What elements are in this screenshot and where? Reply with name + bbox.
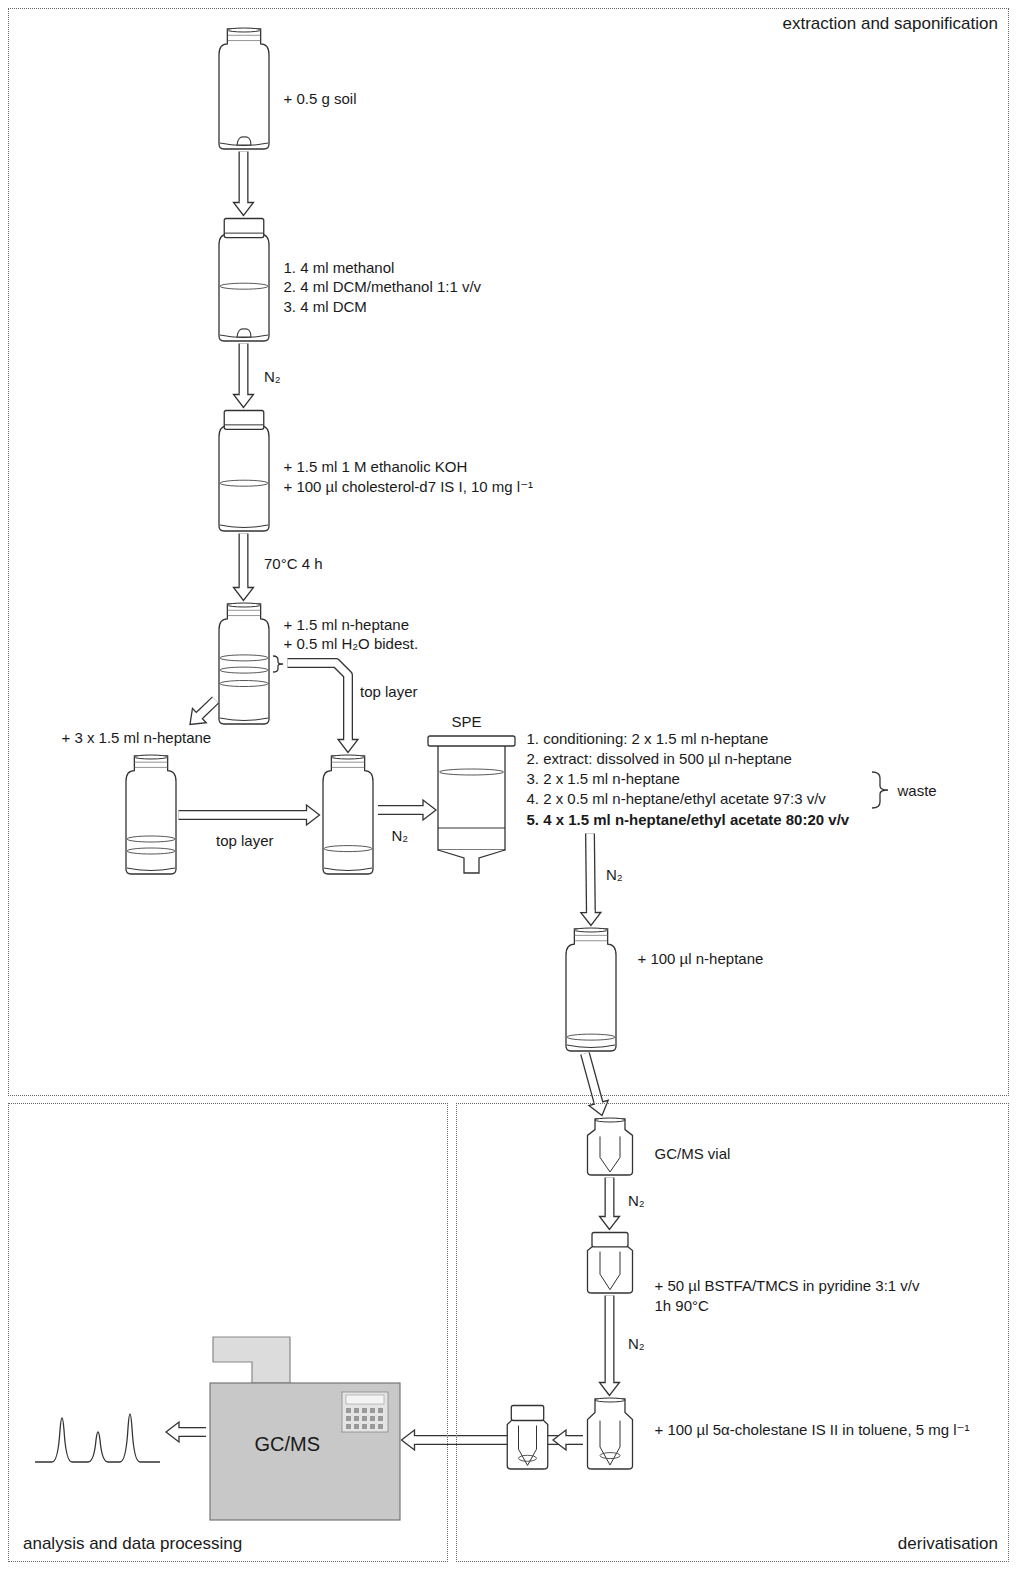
step-text: GC/MS: [255, 1435, 321, 1454]
step-text: 5. 4 x 1.5 ml n-heptane/ethyl acetate 80…: [527, 810, 850, 829]
flow-arrow: [402, 1430, 583, 1450]
spe-cartridge: [428, 736, 515, 873]
step-text: 1. conditioning: 2 x 1.5 ml n-heptane: [527, 729, 769, 748]
step-text: 2. 4 ml DCM/methanol 1:1 v/v: [284, 277, 482, 296]
edge-label: N₂: [626, 1335, 647, 1353]
sample-vial: [507, 1406, 548, 1470]
vial: N₂SPE1. conditioning: 2 x 1.5 ml n-hepta…: [322, 755, 374, 875]
step-text: 3. 4 ml DCM: [284, 297, 367, 316]
step-text: waste: [898, 781, 937, 800]
flow-arrow: [234, 344, 254, 408]
instrument-box: GC/MS: [210, 1383, 400, 1520]
step-text: + 50 µl BSTFA/TMCS in pyridine 3:1 v/v: [655, 1276, 920, 1295]
step-text: + 1.5 ml 1 M ethanolic KOH: [284, 457, 468, 476]
panel: derivatisation GC/MS vial + 50 µl BSTFA/TM…: [456, 1103, 1009, 1562]
flow-arrow: [585, 1054, 608, 1116]
output-arrow: [166, 1422, 206, 1442]
flow-arrow: [600, 1296, 620, 1396]
vial: + 0.5 g soil: [218, 28, 270, 150]
autosampler: [213, 1337, 290, 1383]
step-text: 3. 2 x 1.5 ml n-heptane: [527, 769, 680, 788]
flow-arrow: [234, 152, 254, 216]
step-text: + 3 x 1.5 ml n-heptane: [62, 728, 212, 747]
step-text: + 100 µl cholesterol-d7 IS I, 10 mg l⁻¹: [284, 477, 534, 496]
edge-label: 70°C 4 h: [262, 555, 325, 573]
vial-outline: [585, 1398, 635, 1470]
waste-bracket: [872, 772, 888, 808]
edge-label: N₂: [604, 866, 625, 884]
edge-label: top layer: [214, 832, 276, 850]
step-text: + 0.5 g soil: [284, 89, 357, 108]
step-text: + 100 µl n-heptane: [638, 949, 764, 968]
vial-outline: [585, 1118, 635, 1176]
flow-arrow: [288, 663, 359, 753]
panel-title: analysis and data processing: [23, 1534, 242, 1553]
vial-outline: [218, 410, 270, 532]
step-text: SPE: [452, 712, 482, 731]
vial: + 3 x 1.5 ml n-heptane: [125, 755, 177, 875]
edge-label: N₂: [626, 1192, 647, 1210]
vial: + 1.5 ml 1 M ethanolic KOH+ 100 µl chole…: [218, 410, 270, 532]
vial-outline: [585, 1232, 635, 1294]
step-text: 1h 90°C: [655, 1296, 709, 1315]
step-text: N₂: [392, 826, 409, 845]
vial: + 100 µl n-heptane: [565, 928, 617, 1052]
panel: extraction and saponification + 0.5 g soi…: [8, 8, 1009, 1096]
edge-label: N₂: [262, 368, 283, 386]
transfer-arrow: [378, 800, 436, 820]
instrument-body: [210, 1383, 400, 1520]
vial-outline: [218, 28, 270, 150]
layer-bracket: [273, 656, 283, 672]
vial: GC/MS vial: [585, 1118, 635, 1176]
panel-title: derivatisation: [898, 1534, 998, 1553]
flow-arrow: [600, 1178, 620, 1230]
vial: + 100 µl 5α-cholestane IS II in toluene,…: [585, 1398, 635, 1470]
vial-outline: [125, 755, 177, 875]
panel-title: extraction and saponification: [783, 14, 998, 33]
step-text: + 0.5 ml H₂O bidest.: [284, 634, 419, 653]
chromatogram: [35, 1414, 160, 1462]
transfer-arrow: [553, 1430, 583, 1450]
vial: 1. 4 ml methanol2. 4 ml DCM/methanol 1:1…: [218, 218, 270, 342]
step-text: + 1.5 ml n-heptane: [284, 615, 410, 634]
vial: + 1.5 ml n-heptane+ 0.5 ml H₂O bidest.: [218, 603, 270, 725]
step-text: + 100 µl 5α-cholestane IS II in toluene,…: [655, 1420, 975, 1439]
step-text: 2. extract: dissolved in 500 µl n-heptan…: [527, 749, 792, 768]
vial-outline: [565, 928, 617, 1052]
vial: + 50 µl BSTFA/TMCS in pyridine 3:1 v/v1h…: [585, 1232, 635, 1294]
edge-label: top layer: [358, 683, 420, 701]
vial-outline: [218, 218, 270, 342]
flow-arrow: [190, 700, 216, 725]
step-text: 1. 4 ml methanol: [284, 258, 395, 277]
flow-arrow: [581, 834, 601, 926]
step-text: GC/MS vial: [655, 1144, 731, 1163]
flow-arrow: [179, 805, 320, 825]
vial-outline: [322, 755, 374, 875]
vial-outline: [218, 603, 270, 725]
step-text: 4. 2 x 0.5 ml n-heptane/ethyl acetate 97…: [527, 789, 826, 808]
panel: analysis and data processing GC/MS: [8, 1103, 448, 1562]
flow-arrow: [234, 534, 254, 601]
